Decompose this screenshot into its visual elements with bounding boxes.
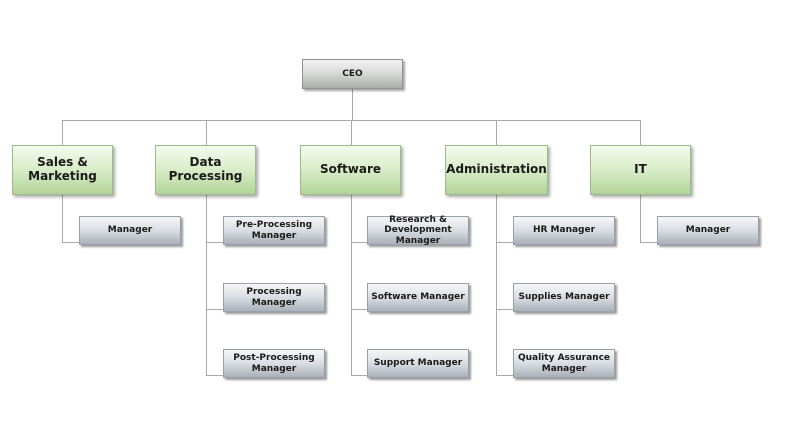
mgr-label: HR Manager [532,225,596,236]
mgr-sales-manager[interactable]: Manager [79,216,181,245]
mgr-it-manager[interactable]: Manager [657,216,759,245]
mgr-processing[interactable]: Processing Manager [223,283,325,312]
mgr-research-development[interactable]: Research & Development Manager [367,214,469,246]
connector-sales-vertical [62,195,63,243]
mgr-label: Quality Assurance Manager [517,353,611,374]
mgr-label: Manager [107,225,153,236]
mgr-label: Research & Development Manager [384,214,452,246]
connector-ceo-down [352,88,353,121]
mgr-label: Processing Manager [246,287,302,308]
ceo-label: CEO [342,68,363,79]
mgr-supplies[interactable]: Supplies Manager [513,283,615,312]
mgr-label: Software Manager [371,292,465,303]
dept-label: Data Processing [168,155,243,183]
connector-drop-data [206,120,207,145]
dept-sales-marketing[interactable]: Sales & Marketing [12,145,113,195]
dept-label: Sales & Marketing [28,155,97,183]
connector-software-mgr-3 [351,375,368,376]
dept-label: Administration [446,162,547,177]
connector-software-mgr-1 [351,242,368,243]
connector-admin-mgr-2 [496,309,513,310]
mgr-post-processing[interactable]: Post-Processing Manager [223,349,325,378]
connector-data-mgr-1 [206,242,223,243]
mgr-pre-processing[interactable]: Pre-Processing Manager [223,216,325,245]
ceo-box[interactable]: CEO [302,59,403,89]
connector-data-vertical [206,195,207,376]
mgr-software[interactable]: Software Manager [367,283,469,312]
dept-data-processing[interactable]: Data Processing [155,145,256,195]
dept-software[interactable]: Software [300,145,401,195]
mgr-quality-assurance[interactable]: Quality Assurance Manager [513,349,615,378]
connector-admin-mgr-3 [496,375,513,376]
connector-software-vertical [351,195,352,376]
mgr-label: Supplies Manager [518,292,610,303]
connector-software-mgr-2 [351,309,368,310]
mgr-label: Manager [685,225,731,236]
connector-admin-vertical [496,195,497,376]
connector-admin-mgr-1 [496,242,513,243]
connector-it-vertical [640,195,641,243]
connector-data-mgr-3 [206,375,223,376]
connector-drop-it [640,120,641,145]
connector-drop-admin [496,120,497,145]
mgr-label: Post-Processing Manager [233,353,315,374]
dept-label: Software [319,162,382,177]
mgr-hr[interactable]: HR Manager [513,216,615,245]
connector-sales-mgr [62,242,79,243]
dept-it[interactable]: IT [590,145,691,195]
dept-administration[interactable]: Administration [445,145,548,195]
mgr-label: Pre-Processing Manager [235,220,313,241]
connector-it-mgr [640,242,657,243]
connector-drop-sales [62,120,63,145]
mgr-support[interactable]: Support Manager [367,349,469,378]
mgr-label: Support Manager [373,358,463,369]
connector-drop-software [351,120,352,145]
connector-data-mgr-2 [206,309,223,310]
dept-label: IT [634,162,647,177]
